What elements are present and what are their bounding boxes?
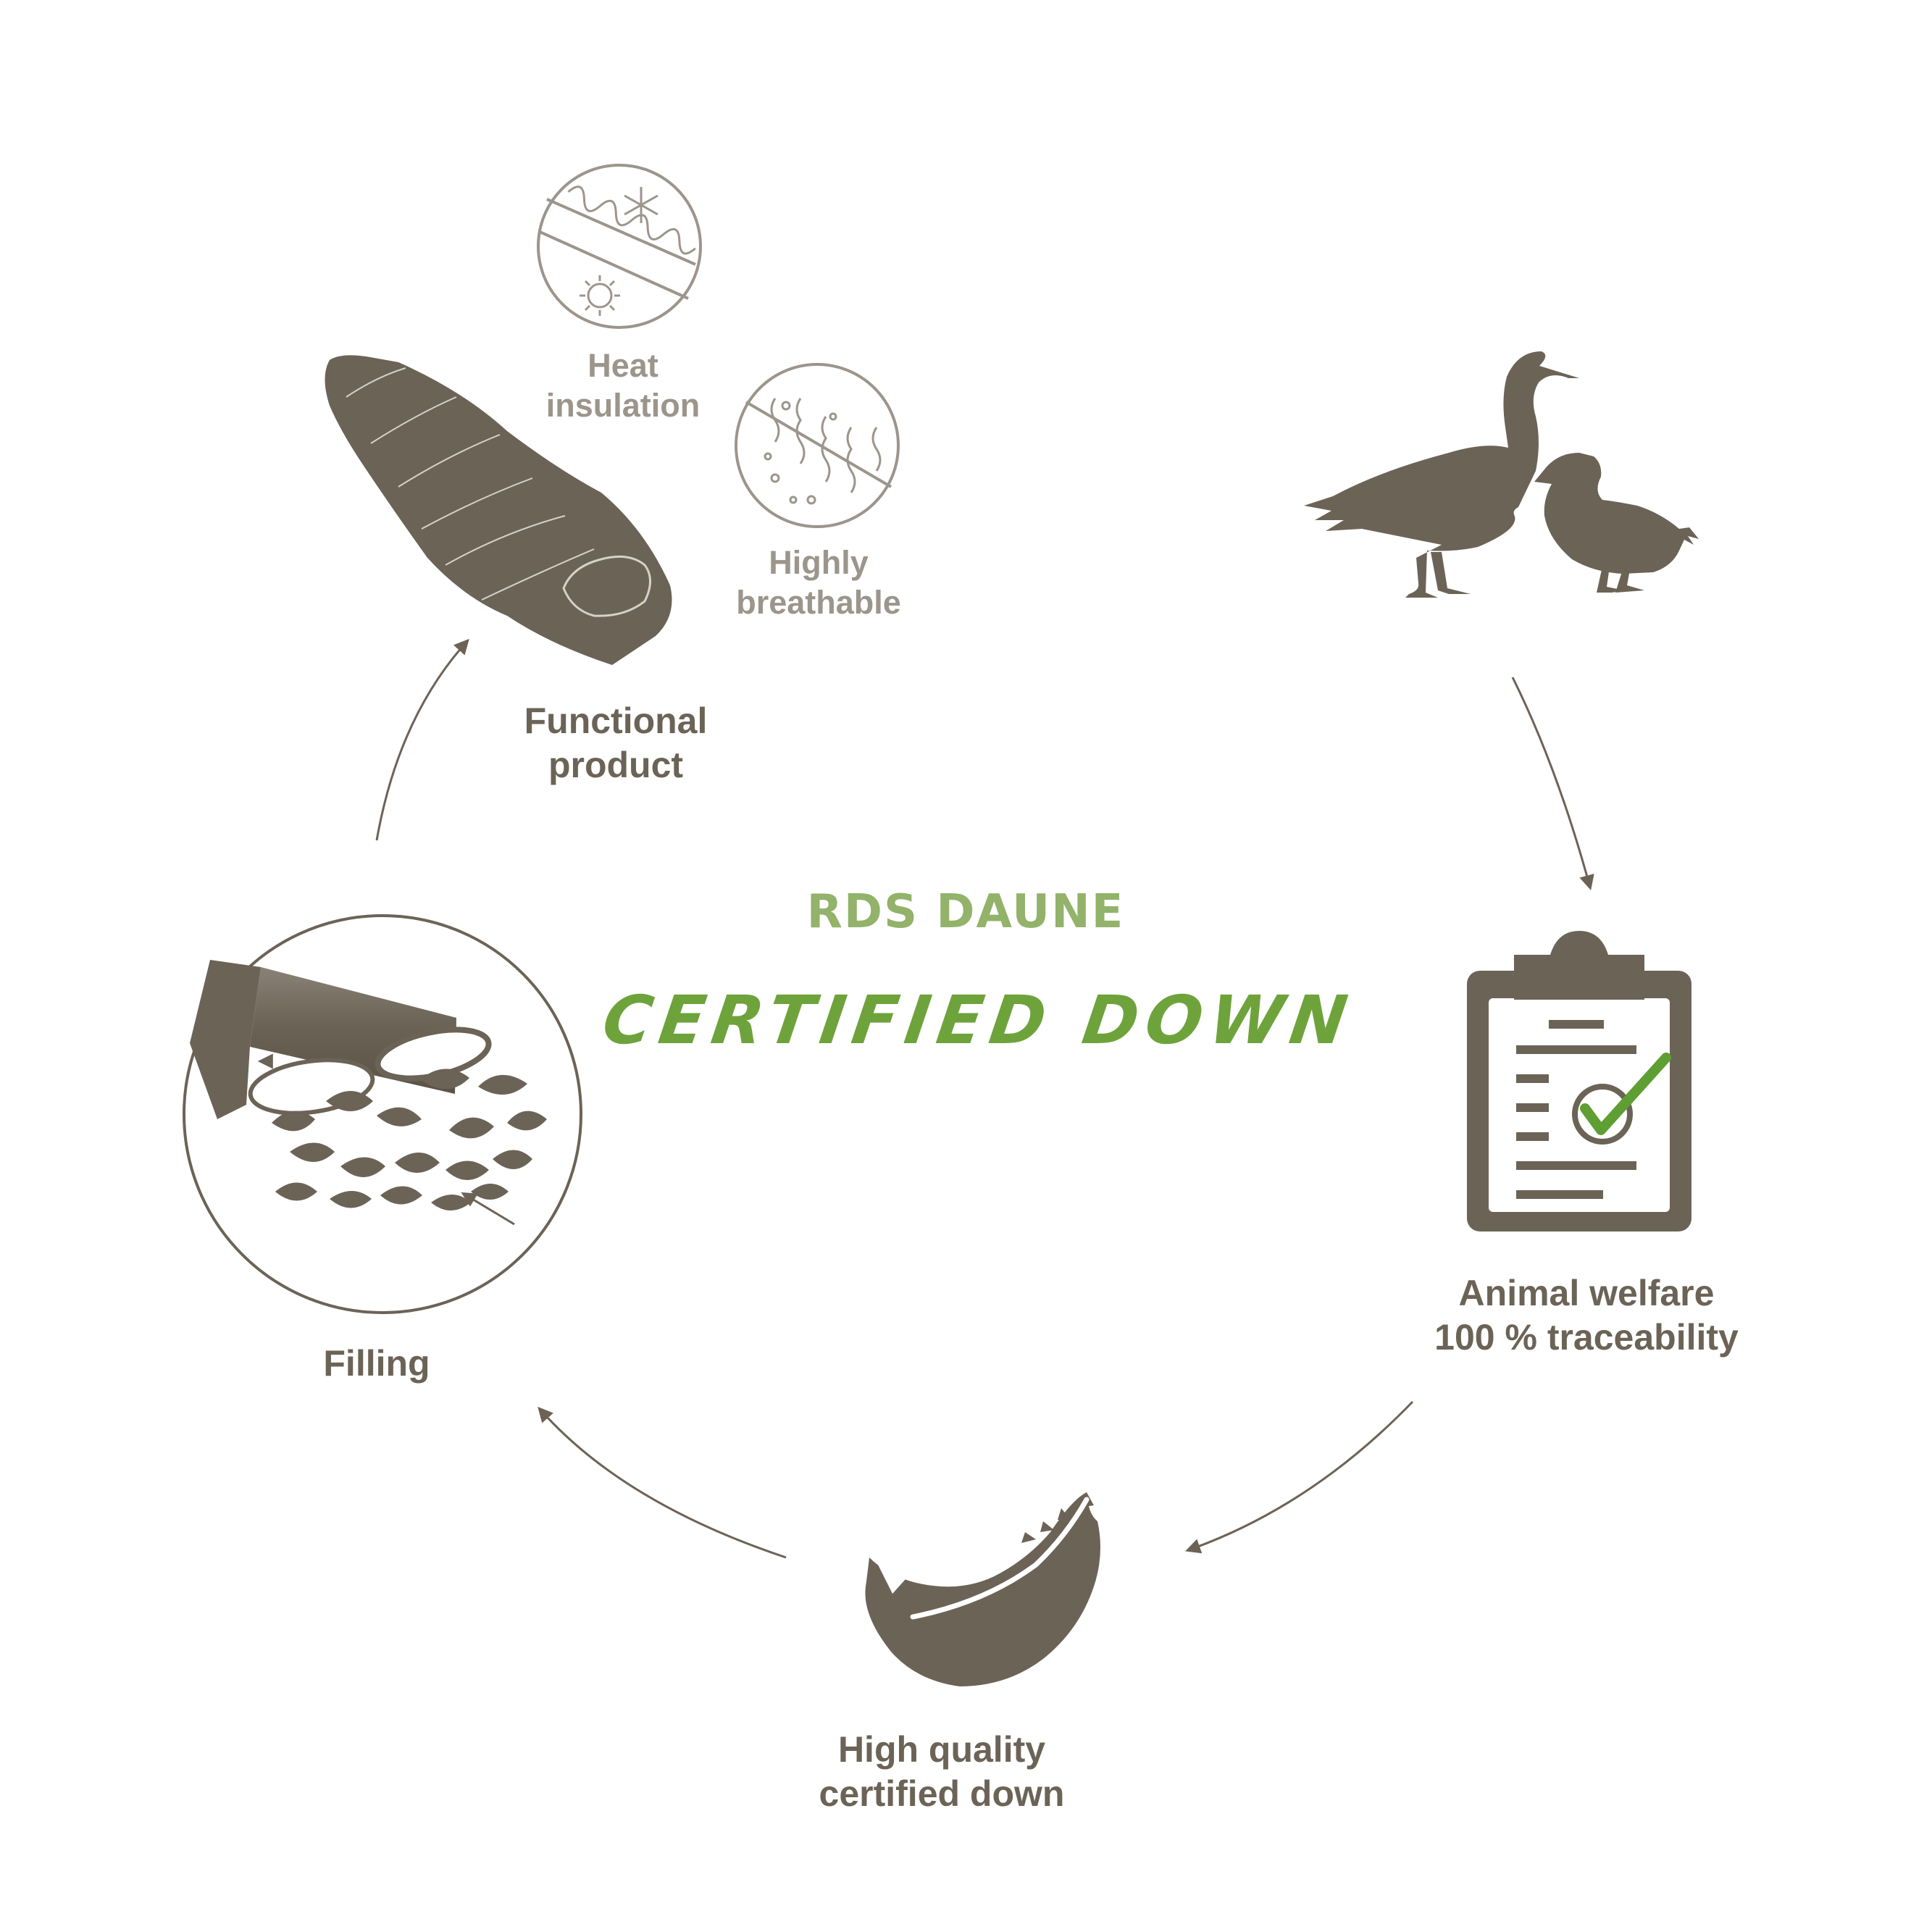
- label-heat-insulation-line2: insulation: [545, 386, 701, 424]
- label-highly-breathable: Highly breathable: [703, 543, 934, 623]
- label-animal-welfare: Animal welfare 100 % traceability: [1362, 1271, 1811, 1360]
- arrow-welfare-to-feather: [1185, 1400, 1414, 1554]
- label-animal-welfare-line1: Animal welfare: [1458, 1273, 1715, 1313]
- center-title: RDS DAUNE: [806, 885, 1125, 939]
- label-functional-product-line1: Functional: [524, 701, 708, 741]
- label-filling-line1: Filling: [323, 1343, 430, 1384]
- sleeping-bag-icon: [325, 355, 672, 665]
- heat-insulation-icon: [537, 164, 702, 329]
- label-high-quality-line2: certified down: [819, 1773, 1065, 1814]
- label-high-quality: High quality certified down: [761, 1728, 1123, 1816]
- label-functional-product-line2: product: [548, 745, 684, 785]
- feather-icon: [865, 1492, 1100, 1686]
- label-highly-breathable-line2: breathable: [736, 583, 901, 621]
- label-heat-insulation-line1: Heat: [587, 347, 658, 384]
- goose-and-duck-icon: [1304, 351, 1699, 598]
- label-heat-insulation: Heat insulation: [507, 346, 739, 426]
- down-filling-tube-icon: [183, 914, 582, 1314]
- clipboard-check-icon: [1467, 931, 1691, 1231]
- label-high-quality-line1: High quality: [837, 1729, 1046, 1770]
- arrow-feather-to-filling: [538, 1406, 787, 1559]
- center-subtitle: CERTIFIED DOWN: [598, 982, 1359, 1059]
- label-functional-product: Functional product: [471, 699, 761, 787]
- breathable-icon: [735, 363, 900, 528]
- arrow-birds-to-welfare: [1511, 677, 1594, 891]
- label-highly-breathable-line1: Highly: [769, 544, 869, 581]
- arrow-filling-to-product: [375, 638, 469, 841]
- label-filling: Filling: [268, 1342, 485, 1386]
- label-animal-welfare-line2: 100 % traceability: [1434, 1317, 1739, 1358]
